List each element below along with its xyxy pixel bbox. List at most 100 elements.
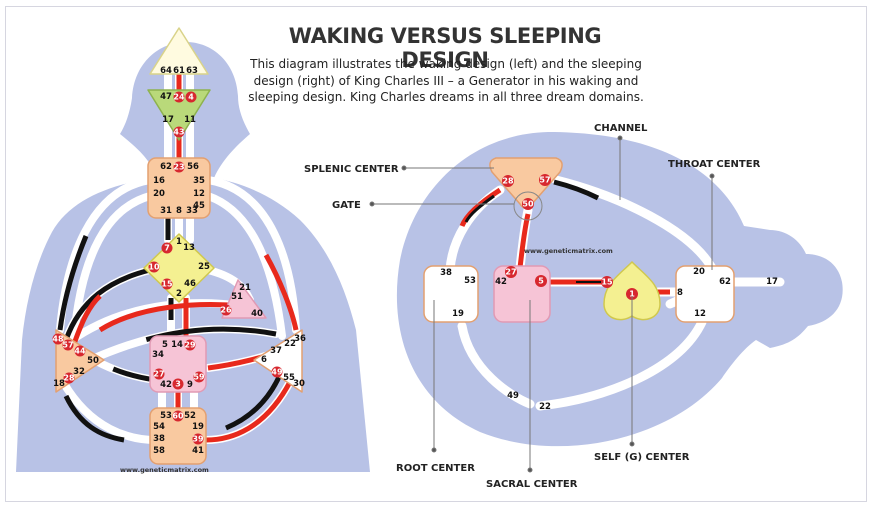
active-gate-number: 15 (601, 278, 613, 287)
gate-number: 8 (176, 206, 182, 216)
waking-g-center (143, 233, 215, 303)
sleeping-sacral-center (493, 265, 551, 323)
active-gate-number: 28 (63, 374, 75, 383)
waking-bodygraph: 64 61 63 47 24 4 17 11 43 62 23 56 16 35… (16, 27, 370, 474)
gate-number: 62 (160, 162, 172, 172)
gate-number: 31 (160, 206, 172, 216)
gate-number: 32 (73, 367, 85, 377)
sleeping-root-center (423, 265, 479, 323)
sleeping-watermark: www.geneticmatrix.com (524, 247, 613, 255)
waking-watermark: www.geneticmatrix.com (120, 466, 209, 474)
sleeping-throat-center (675, 265, 735, 323)
gate-number: 35 (193, 176, 205, 186)
gate-number: 2 (176, 289, 182, 299)
gate-number: 33 (186, 206, 198, 216)
active-gate-number: 49 (271, 368, 283, 377)
waking-throat-center (147, 157, 211, 219)
page-description: This diagram illustrates the waking desi… (248, 57, 644, 104)
gate-number: 46 (184, 279, 196, 289)
gate-highlight-circle (513, 191, 543, 221)
gate-number: 17 (162, 115, 174, 125)
gate-number: 1 (176, 237, 182, 247)
active-gate-number: 3 (175, 380, 181, 389)
gate-number: 11 (184, 115, 196, 125)
gate-number: 41 (192, 446, 204, 456)
page-title: WAKING VERSUS SLEEPING DESIGN (288, 24, 602, 72)
gate-number: 53 (160, 411, 172, 421)
active-gate-number: 24 (173, 93, 185, 102)
active-gate-number: 28 (502, 177, 514, 186)
gate-number: 64 (160, 66, 172, 76)
label-splenic-center: SPLENIC CENTER (304, 164, 399, 175)
gate-number: 22 (539, 402, 551, 412)
gate-number: 34 (152, 350, 164, 360)
waking-head-center (149, 27, 209, 75)
gate-number: 14 (171, 340, 183, 350)
gate-number: 42 (160, 380, 172, 390)
gate-number: 30 (293, 379, 305, 389)
active-gate-number: 57 (62, 341, 73, 350)
gate-number: 51 (231, 292, 243, 302)
gate-number: 20 (153, 189, 165, 199)
label-root-center: ROOT CENTER (396, 463, 475, 474)
gate-number: 54 (153, 422, 165, 432)
gate-number: 36 (294, 334, 306, 344)
gate-number: 56 (187, 162, 199, 172)
active-gate-number: 15 (161, 280, 173, 289)
gate-number: 58 (153, 446, 165, 456)
gate-number: 19 (452, 309, 464, 319)
label-gate: GATE (332, 200, 361, 211)
active-gate-number: 4 (188, 93, 194, 102)
gate-number: 6 (261, 355, 267, 365)
gate-number: 47 (160, 92, 172, 102)
active-gate-number: 5 (538, 277, 544, 286)
active-gate-number: 39 (192, 435, 204, 444)
active-gate-number: 48 (52, 335, 64, 344)
active-gate-number: 27 (153, 370, 164, 379)
gate-number: 12 (193, 189, 205, 199)
gate-number: 55 (283, 373, 295, 383)
active-gate-number: 26 (220, 306, 232, 315)
gate-number: 5 (162, 340, 168, 350)
label-channel: CHANNEL (594, 123, 648, 134)
label-throat-center: THROAT CENTER (668, 159, 761, 170)
gate-number: 21 (239, 283, 251, 293)
gate-number: 20 (693, 267, 705, 277)
gate-number: 25 (198, 262, 210, 272)
label-self-center: SELF (G) CENTER (594, 452, 690, 463)
gate-number: 9 (187, 380, 193, 390)
gate-number: 50 (87, 356, 99, 366)
active-gate-number: 43 (173, 128, 184, 137)
gate-number: 13 (183, 243, 195, 253)
active-gate-number: 1 (629, 290, 635, 299)
gate-number: 16 (153, 176, 165, 186)
gate-number: 40 (251, 309, 263, 319)
active-gate-number: 7 (164, 244, 170, 253)
gate-number: 38 (153, 434, 165, 444)
active-gate-number: 59 (193, 373, 205, 382)
active-gate-number: 27 (505, 268, 516, 277)
label-sacral-center: SACRAL CENTER (486, 479, 578, 490)
active-gate-number: 60 (172, 412, 184, 421)
gate-number: 19 (192, 422, 204, 432)
waking-root-center (149, 407, 207, 465)
sleeping-activations (459, 179, 670, 295)
gate-number: 38 (440, 268, 452, 278)
gate-number: 17 (766, 277, 778, 287)
active-gate-number: 57 (539, 176, 550, 185)
sleeping-bodygraph: 28 57 50 38 53 19 27 42 5 15 1 8 20 62 1… (304, 123, 843, 490)
active-gate-number: 10 (148, 263, 160, 272)
gate-number: 61 (173, 66, 185, 76)
active-gate-number: 29 (184, 341, 196, 350)
active-gate-number: 50 (522, 200, 534, 209)
gate-number: 18 (53, 379, 65, 389)
gate-number: 49 (507, 391, 519, 401)
gate-number: 63 (186, 66, 198, 76)
gate-number: 52 (184, 411, 196, 421)
gate-number: 8 (677, 288, 683, 298)
waking-ajna-center (147, 89, 211, 141)
active-gate-number: 44 (74, 347, 86, 356)
waking-activations (57, 70, 299, 443)
gate-number: 42 (495, 277, 507, 287)
